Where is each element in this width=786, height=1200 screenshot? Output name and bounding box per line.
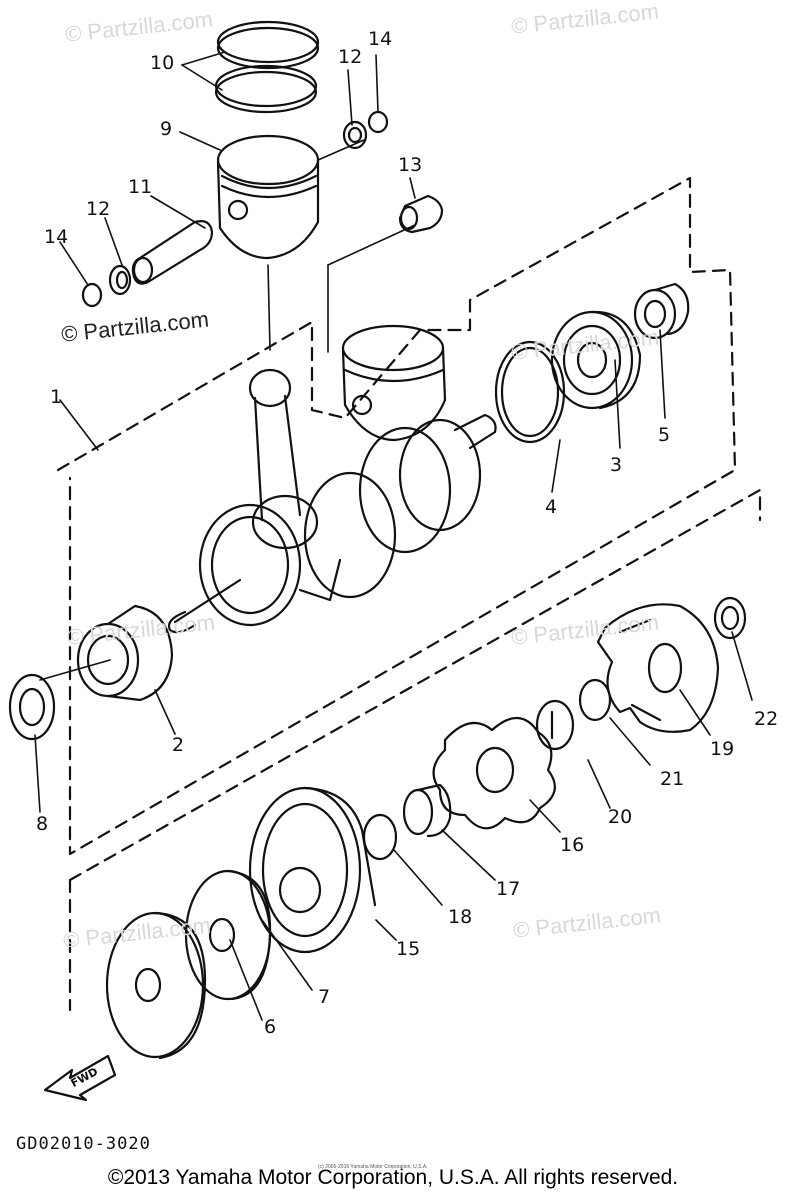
- o-ring-part-18: [362, 813, 398, 861]
- callout-17[interactable]: 17: [496, 878, 521, 900]
- collar-part-17: [402, 783, 452, 838]
- callout-12[interactable]: 12: [338, 46, 363, 68]
- needle-bearing-part-13: [398, 194, 444, 234]
- piston-pin-part-11: [131, 220, 214, 285]
- cap-part-20: [535, 699, 575, 751]
- washer-part-14-right: [367, 110, 389, 134]
- callout-14[interactable]: 14: [44, 226, 69, 248]
- washer-part-22: [713, 596, 747, 640]
- crankshaft-assembly-boundary: [56, 176, 737, 856]
- callout-7[interactable]: 7: [318, 986, 331, 1008]
- callout-19[interactable]: 19: [710, 738, 735, 760]
- callout-20[interactable]: 20: [608, 806, 633, 828]
- copyright-notice: ©2013 Yamaha Motor Corporation, U.S.A. A…: [107, 1166, 679, 1189]
- o-ring-part-21: [578, 678, 612, 722]
- crankshaft-part-1: [167, 413, 497, 634]
- circlip-part-4: [494, 340, 566, 444]
- callout-13[interactable]: 13: [398, 154, 423, 176]
- callout-16[interactable]: 16: [560, 834, 585, 856]
- callout-8[interactable]: 8: [36, 813, 49, 835]
- damper-part-16: [432, 716, 556, 830]
- callout-10[interactable]: 10: [150, 52, 175, 74]
- drive-assembly-boundary: [68, 488, 762, 1012]
- callout-15[interactable]: 15: [396, 938, 421, 960]
- callout-11[interactable]: 11: [128, 176, 153, 198]
- callout-12[interactable]: 12: [86, 198, 111, 220]
- collar-part-5: [633, 282, 690, 340]
- diagram-code: GD02010-3020: [16, 1134, 151, 1154]
- bearing-part-2: [76, 604, 174, 702]
- housing-part-19: [596, 603, 720, 733]
- bearing-part-3: [550, 310, 642, 410]
- oil-seal-part-8: [8, 673, 56, 741]
- callout-14[interactable]: 14: [368, 28, 393, 50]
- callout-4[interactable]: 4: [545, 496, 558, 518]
- callout-21[interactable]: 21: [660, 768, 685, 790]
- coupling-part-15: [248, 786, 377, 954]
- fwd-arrow: [43, 1054, 117, 1102]
- callout-6[interactable]: 6: [264, 1016, 277, 1038]
- callout-3[interactable]: 3: [610, 454, 623, 476]
- clip-part-12-left: [108, 264, 132, 296]
- callout-18[interactable]: 18: [448, 906, 473, 928]
- callout-2[interactable]: 2: [172, 734, 185, 756]
- callout-1[interactable]: 1: [50, 386, 63, 408]
- callout-5[interactable]: 5: [658, 424, 671, 446]
- leader-lines: [34, 51, 753, 1021]
- piston-part-9: [216, 134, 320, 260]
- washer-part-14-left: [81, 282, 103, 308]
- clip-part-12-right: [342, 120, 368, 150]
- copyright-small-print: (c) 2005-2016 Yamaha Motor Corporation, …: [318, 1164, 428, 1170]
- piston-assembled: [341, 324, 447, 442]
- connecting-rod: [248, 368, 319, 550]
- callout-9[interactable]: 9: [160, 118, 173, 140]
- piston-rings-part-10: [214, 20, 320, 114]
- callout-22[interactable]: 22: [754, 708, 779, 730]
